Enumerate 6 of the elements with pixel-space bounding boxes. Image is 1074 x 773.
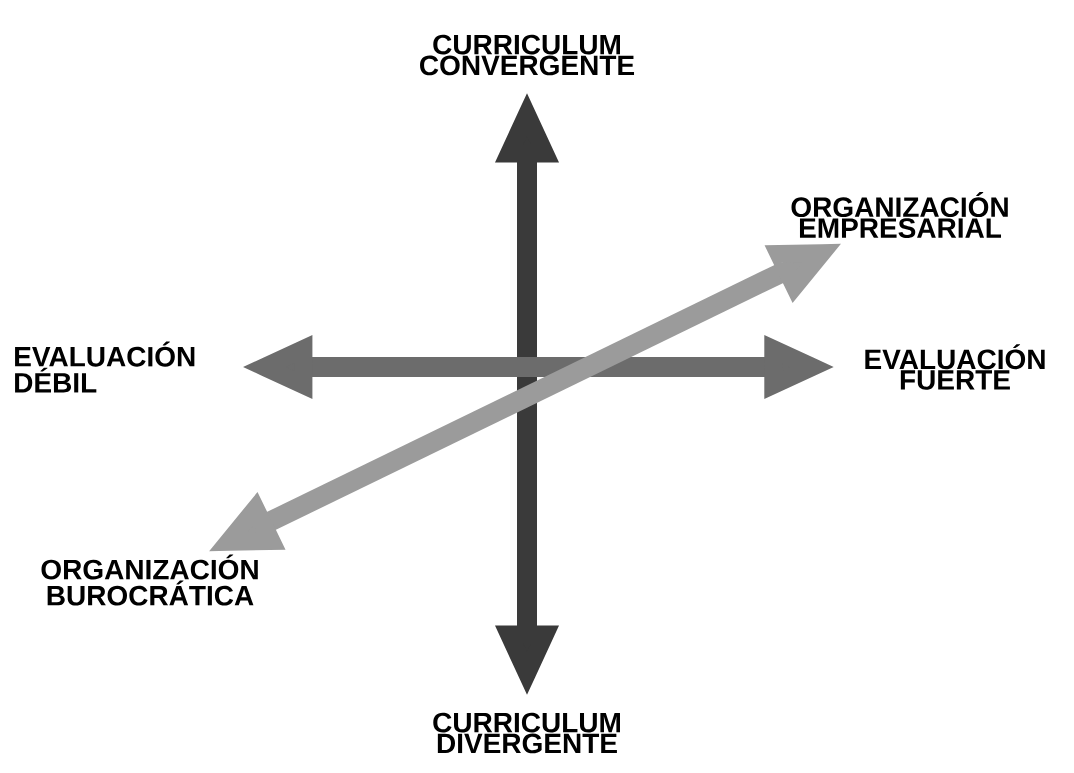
axis-label: EVALUACIÓN DÉBIL bbox=[15, 341, 195, 393]
axis-label: EVALUACIÓN FUERTE bbox=[865, 344, 1045, 390]
axis-label: ORGANIZACIÓN EMPRESARIAL bbox=[791, 192, 1008, 238]
axis-label: CURRICULUM CONVERGENTE bbox=[420, 34, 635, 76]
axis-label: ORGANIZACIÓN BUROCRÁTICA bbox=[41, 554, 258, 606]
axis-label: CURRICULUM DIVERGENTE bbox=[433, 712, 620, 754]
